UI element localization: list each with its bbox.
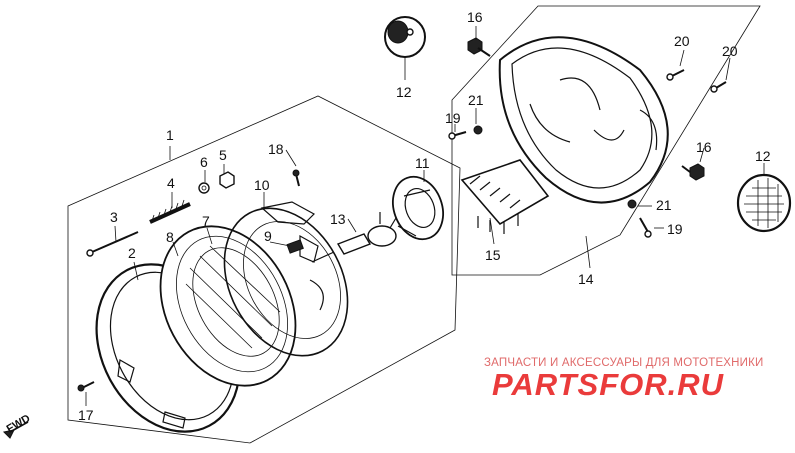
callout-20-left: 20: [674, 33, 690, 49]
callout-3: 3: [110, 209, 118, 225]
bolt-16-top: [467, 37, 491, 57]
socket-cover: [392, 175, 444, 241]
bolt-19-left: [448, 131, 467, 140]
callout-19-left: 19: [445, 110, 461, 126]
wire-connector-15: [460, 159, 550, 234]
reflector-12-right: [736, 173, 792, 233]
washer-21-right: [627, 199, 637, 209]
callout-12-top: 12: [396, 84, 412, 100]
assembly-1-outline: [67, 95, 461, 444]
bolt-16-right: [681, 163, 705, 181]
leader-lines: [85, 26, 765, 406]
cap-12-top: [384, 16, 426, 58]
watermark-subtitle: ЗАПЧАСТИ И АКСЕССУАРЫ ДЛЯ МОТОТЕХНИКИ: [484, 357, 764, 369]
callout-15: 15: [485, 247, 501, 263]
callout-11: 11: [415, 155, 430, 171]
reflector-mount: [223, 201, 349, 357]
adjust-spring-4: [149, 199, 191, 224]
washer-6: [198, 182, 210, 194]
callout-14: 14: [578, 271, 594, 287]
assembly-14-outline: [451, 5, 761, 276]
callout-20-right: 20: [722, 43, 738, 59]
nut-5: [219, 171, 235, 189]
headlight-lens: [159, 225, 297, 387]
callout-17: 17: [78, 407, 94, 423]
screw-20-left: [666, 69, 685, 81]
socket-clip: [286, 239, 304, 254]
callout-9: 9: [264, 228, 272, 244]
headlight-bulb: [311, 212, 397, 263]
callout-8: 8: [166, 229, 174, 245]
callout-13: 13: [330, 211, 346, 227]
callout-21-left: 21: [468, 92, 484, 108]
callout-19-right: 19: [667, 221, 683, 237]
callout-12-right: 12: [755, 148, 771, 164]
callout-21-right: 21: [656, 197, 672, 213]
screw-18: [292, 169, 300, 187]
watermark-logo: PARTSFOR.RU: [492, 367, 725, 402]
callout-4: 4: [167, 175, 175, 191]
callout-2: 2: [128, 245, 136, 261]
callout-18: 18: [268, 141, 284, 157]
headlight-case: [498, 36, 669, 204]
callout-7: 7: [202, 213, 210, 229]
washer-21-left: [473, 125, 483, 135]
screw-20-right: [710, 81, 727, 93]
screw-17: [77, 381, 95, 392]
callout-16-top: 16: [467, 9, 483, 25]
callout-1: 1: [166, 127, 174, 143]
forward-arrow-icon: [2, 421, 29, 439]
callout-16-right: 16: [696, 139, 712, 155]
adjust-screw-3: [86, 231, 139, 257]
callout-5: 5: [219, 147, 227, 163]
callout-6: 6: [200, 154, 208, 170]
bolt-19-right: [639, 217, 652, 238]
callout-10: 10: [254, 177, 270, 193]
